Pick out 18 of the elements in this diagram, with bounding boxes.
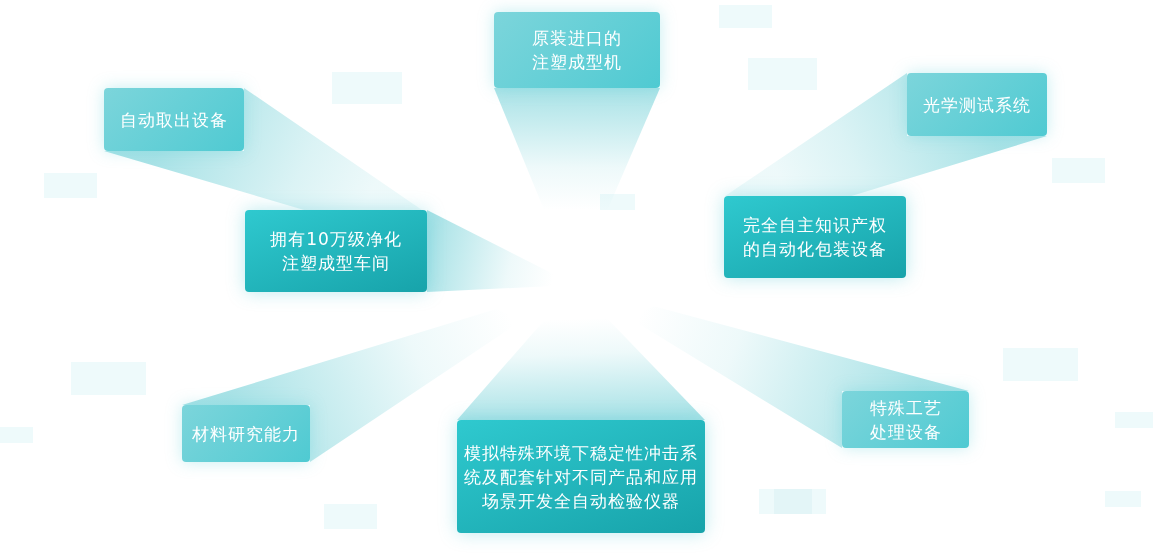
feature-box bbox=[457, 420, 705, 533]
feature-text: 特殊工艺处理设备 bbox=[868, 396, 943, 444]
feature-box bbox=[842, 391, 969, 448]
feature-box bbox=[182, 405, 310, 462]
feature-text: 原装进口的注塑成型机 bbox=[531, 27, 623, 74]
feature-text: 光学测试系统 bbox=[923, 93, 1031, 117]
feature-text: 自动取出设备 bbox=[120, 108, 228, 132]
feature-box bbox=[245, 210, 427, 292]
feature-text: 模拟特殊环境下稳定性冲击系统及配套针对不同产品和应用场景开发全自动检验仪器 bbox=[463, 441, 699, 513]
light-beam bbox=[104, 88, 422, 210]
light-beam bbox=[725, 73, 1047, 196]
feature-text: 完全自主知识产权的自动化包装设备 bbox=[742, 214, 888, 261]
feature-box bbox=[907, 73, 1047, 136]
feature-box bbox=[724, 196, 906, 278]
feature-box bbox=[494, 12, 660, 88]
feature-text: 拥有10万级净化注塑成型车间 bbox=[269, 228, 403, 275]
feature-text: 材料研究能力 bbox=[192, 422, 300, 446]
feature-box bbox=[104, 88, 244, 151]
